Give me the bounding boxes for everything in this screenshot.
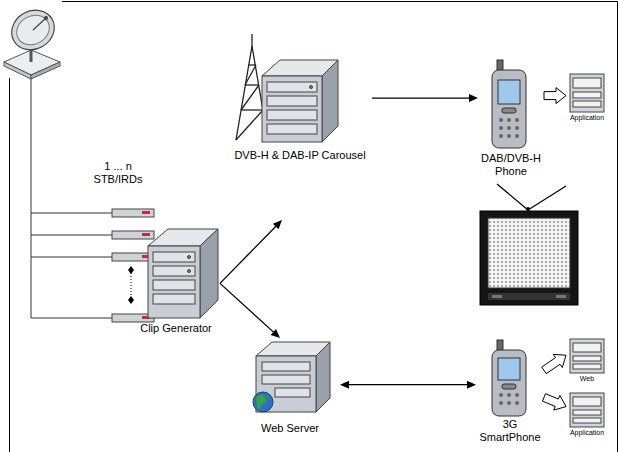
application-window: Application xyxy=(566,391,608,443)
frame xyxy=(10,2,618,452)
clip-generator-server xyxy=(148,229,218,318)
connector-arrow xyxy=(220,220,282,283)
application-window xyxy=(570,393,604,427)
connector-arrow xyxy=(340,381,476,389)
node-label: Application xyxy=(566,429,608,437)
node-label: Web xyxy=(566,375,608,383)
node-label: 1 ... n STB/IRDs xyxy=(86,160,150,185)
node-label: Application xyxy=(566,114,608,122)
smart-phone: 3G SmartPhone xyxy=(476,338,544,446)
connector-arrow xyxy=(372,94,478,102)
connector-arrow xyxy=(220,283,280,338)
node-label: Web Server xyxy=(240,422,340,435)
web-window: Web xyxy=(566,337,608,385)
clip-generator: Clip Generator xyxy=(132,222,220,340)
mobile-phone xyxy=(492,60,526,148)
connector-arrow xyxy=(542,354,566,373)
web-server xyxy=(253,342,330,412)
device-group: 1 ... n STB/IRDs xyxy=(86,160,150,196)
connector-arrow xyxy=(542,394,566,410)
application-window xyxy=(570,74,604,112)
connector-arrow xyxy=(544,88,566,104)
node-label: DVB-H & DAB-IP Carousel xyxy=(228,149,372,162)
node-label: 3G SmartPhone xyxy=(476,418,544,443)
web-window xyxy=(570,339,604,373)
carousel: DVB-H & DAB-IP Carousel xyxy=(228,38,372,220)
smart-phone xyxy=(492,340,526,416)
phone: DAB/DVB-H Phone xyxy=(478,58,544,179)
node-label: DAB/DVB-H Phone xyxy=(478,152,544,177)
carousel-server xyxy=(262,60,338,142)
satellite-dish xyxy=(4,3,62,79)
television xyxy=(480,184,578,305)
application-window: Application xyxy=(566,72,608,126)
cable xyxy=(31,79,112,318)
node-label: Clip Generator xyxy=(132,322,220,335)
web-server: Web Server xyxy=(240,338,340,444)
